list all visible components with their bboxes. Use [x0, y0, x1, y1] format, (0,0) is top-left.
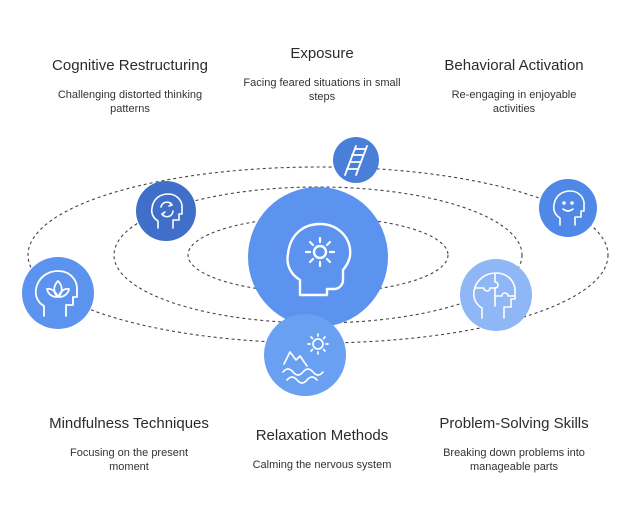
node-problem-solving-skills [460, 259, 532, 331]
orbit-ring-middle [113, 186, 523, 324]
technique-description: Calming the nervous system [252, 459, 392, 471]
smiling-head-icon [552, 190, 585, 226]
technique-description: Facing feared situations in small steps [243, 77, 401, 103]
head-gear-icon [286, 222, 352, 297]
head-cycle-icon [150, 193, 183, 229]
sun-mountains-icon [282, 333, 329, 384]
node-mindfulness-techniques [22, 257, 94, 329]
label-mindfulness-techniques: Mindfulness Techniques Focusing on the p… [39, 415, 219, 474]
technique-description: Focusing on the present moment [69, 447, 189, 473]
technique-title: Behavioral Activation [444, 57, 584, 74]
head-lotus-icon [34, 270, 78, 317]
label-problem-solving-skills: Problem-Solving Skills Breaking down pro… [424, 415, 604, 474]
node-behavioral-activation [539, 179, 597, 237]
technique-title: Exposure [290, 45, 354, 62]
node-relaxation-methods [264, 314, 346, 396]
node-exposure [333, 137, 379, 183]
technique-title: Mindfulness Techniques [49, 415, 209, 432]
label-behavioral-activation: Behavioral Activation Re-engaging in enj… [424, 57, 604, 116]
center-node [248, 187, 388, 327]
label-relaxation-methods: Relaxation Methods Calming the nervous s… [232, 427, 412, 472]
puzzle-head-icon [472, 272, 516, 319]
technique-title: Problem-Solving Skills [439, 415, 589, 432]
label-cognitive-restructuring: Cognitive Restructuring Challenging dist… [40, 57, 220, 116]
technique-title: Cognitive Restructuring [52, 57, 208, 74]
technique-description: Re-engaging in enjoyable activities [451, 89, 577, 115]
label-exposure: Exposure Facing feared situations in sma… [232, 45, 412, 104]
technique-description: Challenging distorted thinking patterns [57, 89, 203, 115]
ladder-icon [344, 145, 368, 176]
technique-title: Relaxation Methods [255, 427, 389, 444]
technique-description: Breaking down problems into manageable p… [443, 447, 585, 473]
orbit-ring-inner [187, 216, 449, 294]
node-cognitive-restructuring [136, 181, 196, 241]
